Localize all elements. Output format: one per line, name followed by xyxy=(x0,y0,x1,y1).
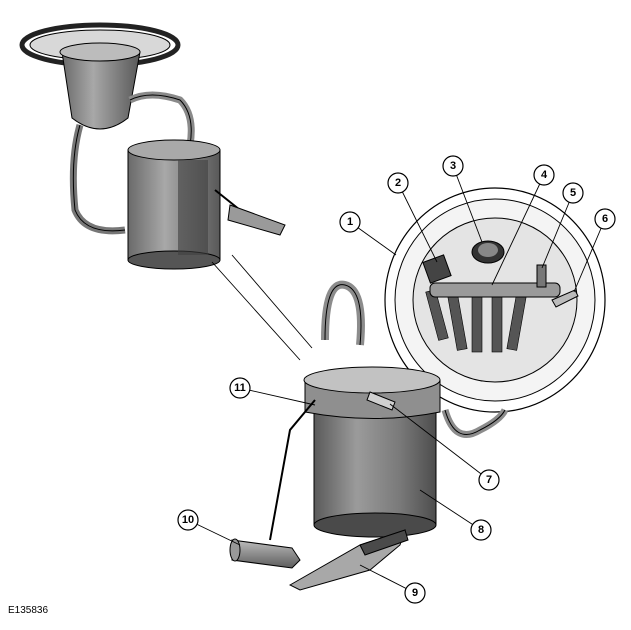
svg-text:3: 3 xyxy=(450,160,456,172)
svg-text:11: 11 xyxy=(234,382,246,394)
callout-6: 6 xyxy=(594,208,616,230)
svg-text:1: 1 xyxy=(347,216,353,228)
svg-text:7: 7 xyxy=(486,474,492,486)
callout-9: 9 xyxy=(404,582,426,604)
callout-3: 3 xyxy=(442,155,464,177)
svg-text:9: 9 xyxy=(412,587,418,599)
svg-text:8: 8 xyxy=(478,524,484,536)
callout-7: 7 xyxy=(478,469,500,491)
svg-text:4: 4 xyxy=(541,169,548,181)
callout-5: 5 xyxy=(562,182,584,204)
svg-text:2: 2 xyxy=(395,177,401,189)
callout-8: 8 xyxy=(470,519,492,541)
svg-text:5: 5 xyxy=(570,187,576,199)
svg-text:10: 10 xyxy=(182,514,194,526)
assembled-pump-unit xyxy=(19,22,286,270)
callout-4: 4 xyxy=(533,164,555,186)
svg-text:6: 6 xyxy=(602,213,608,225)
exploded-pump-unit xyxy=(229,187,606,591)
callout-11: 11 xyxy=(229,377,251,399)
callout-10: 10 xyxy=(177,509,199,531)
callout-2: 2 xyxy=(387,172,409,194)
callout-1: 1 xyxy=(339,211,361,233)
figure-reference-code: E135836 xyxy=(8,605,49,616)
